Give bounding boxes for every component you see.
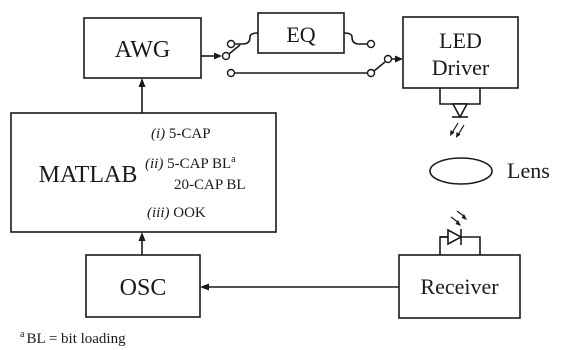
receiver-label: Receiver bbox=[420, 274, 499, 299]
osc-to-matlab-arrow bbox=[138, 232, 146, 255]
awg-to-switch-arrow bbox=[201, 52, 222, 60]
eq-label: EQ bbox=[286, 22, 315, 47]
scheme-ii-superscript: a bbox=[231, 154, 236, 165]
scheme-ii: (ii) 5-CAP BLa bbox=[145, 154, 236, 172]
osc-label: OSC bbox=[120, 275, 167, 301]
receiver-to-osc-arrow bbox=[200, 283, 399, 291]
photodiode-icon bbox=[439, 210, 481, 255]
scheme-ii-second: 20-CAP BL bbox=[174, 177, 246, 193]
matlab-to-awg-arrow bbox=[138, 78, 146, 113]
receiver-block: Receiver bbox=[398, 254, 521, 319]
scheme-iii-marker: (iii) bbox=[147, 205, 170, 221]
switch-to-led-driver-arrow bbox=[392, 55, 403, 63]
osc-block: OSC bbox=[85, 254, 201, 318]
led-driver-label-line2: Driver bbox=[432, 55, 490, 80]
footnote-marker: a bbox=[20, 329, 25, 340]
scheme-i: (i) 5-CAP bbox=[151, 126, 211, 142]
scheme-ii-text: 5-CAP BL bbox=[167, 156, 231, 172]
switch-right bbox=[366, 39, 393, 78]
scheme-ii-marker: (ii) bbox=[145, 156, 163, 172]
led-driver-block: LED Driver bbox=[402, 16, 519, 89]
eq-block: EQ bbox=[257, 12, 345, 54]
led-driver-label-line1: LED bbox=[439, 28, 482, 53]
awg-label: AWG bbox=[115, 37, 170, 63]
scheme-iii-text: OOK bbox=[173, 205, 206, 221]
scheme-iii: (iii) OOK bbox=[147, 205, 206, 221]
matlab-label: MATLAB bbox=[39, 162, 138, 188]
scheme-i-marker: (i) bbox=[151, 126, 165, 142]
matlab-block: MATLAB (i) 5-CAP (ii) 5-CAP BLa 20-CAP B… bbox=[10, 112, 277, 233]
switch-left bbox=[221, 39, 241, 78]
scheme-i-text: 5-CAP bbox=[169, 126, 211, 142]
eq-path bbox=[234, 32, 367, 45]
lens-label: Lens bbox=[507, 158, 550, 183]
footnote-text: BL = bit loading bbox=[26, 331, 126, 347]
led-icon bbox=[439, 88, 481, 138]
awg-block: AWG bbox=[83, 17, 202, 79]
lens-icon bbox=[429, 157, 493, 185]
